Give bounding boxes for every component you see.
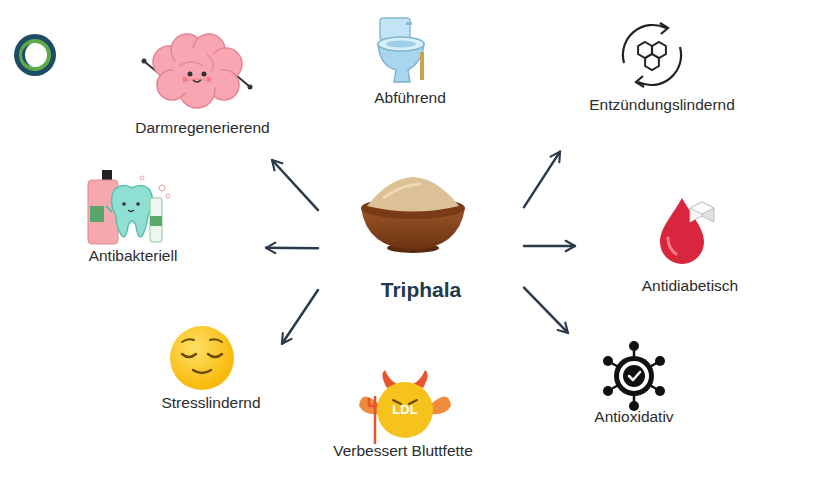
arrow-connector <box>524 245 575 248</box>
inflammation-icon <box>623 23 681 87</box>
benefit-item: Abführend <box>340 18 480 113</box>
benefit-label: Antidiabetisch <box>642 277 739 296</box>
benefit-label: Stresslindernd <box>161 394 260 413</box>
relieved-face-icon <box>170 326 234 390</box>
benefit-label: Antioxidativ <box>594 408 673 427</box>
dental-icon <box>88 170 170 244</box>
benefit-item: Darmregenerierend <box>110 35 295 160</box>
benefit-label: Abführend <box>374 89 446 108</box>
icon-label: LDL <box>385 403 425 416</box>
benefit-item: Antibakteriell <box>0 168 266 273</box>
arrow-connector <box>272 160 318 210</box>
toilet-icon <box>378 18 424 82</box>
powder-bowl-icon <box>361 177 465 253</box>
center-remedy: Triphala <box>318 160 524 312</box>
arrow-connector <box>524 152 560 208</box>
arrow-connector <box>282 290 318 344</box>
benefit-label: Entzündungslindernd <box>589 96 735 115</box>
arrow-connector <box>266 247 318 250</box>
antioxidant-icon <box>603 341 665 411</box>
blood-sugar-icon <box>660 198 714 264</box>
benefit-label: Darmregenerierend <box>135 119 269 138</box>
logo <box>14 34 56 76</box>
benefit-label: Verbessert Bluttfette <box>333 442 473 461</box>
benefit-item: Verbessert Bluttfette <box>308 375 498 467</box>
benefit-label: Antibakteriell <box>89 247 178 266</box>
benefit-item: Antioxidativ <box>568 320 700 430</box>
benefit-item: Antidiabetisch <box>575 190 805 302</box>
arrow-connector <box>524 288 568 333</box>
intestine-icon <box>142 34 253 108</box>
benefit-item: Entzündungslindernd <box>560 20 764 160</box>
ldl-devil-icon <box>359 370 451 444</box>
remedy-name: Triphala <box>381 277 462 302</box>
benefit-item: Stresslindernd <box>140 300 282 415</box>
